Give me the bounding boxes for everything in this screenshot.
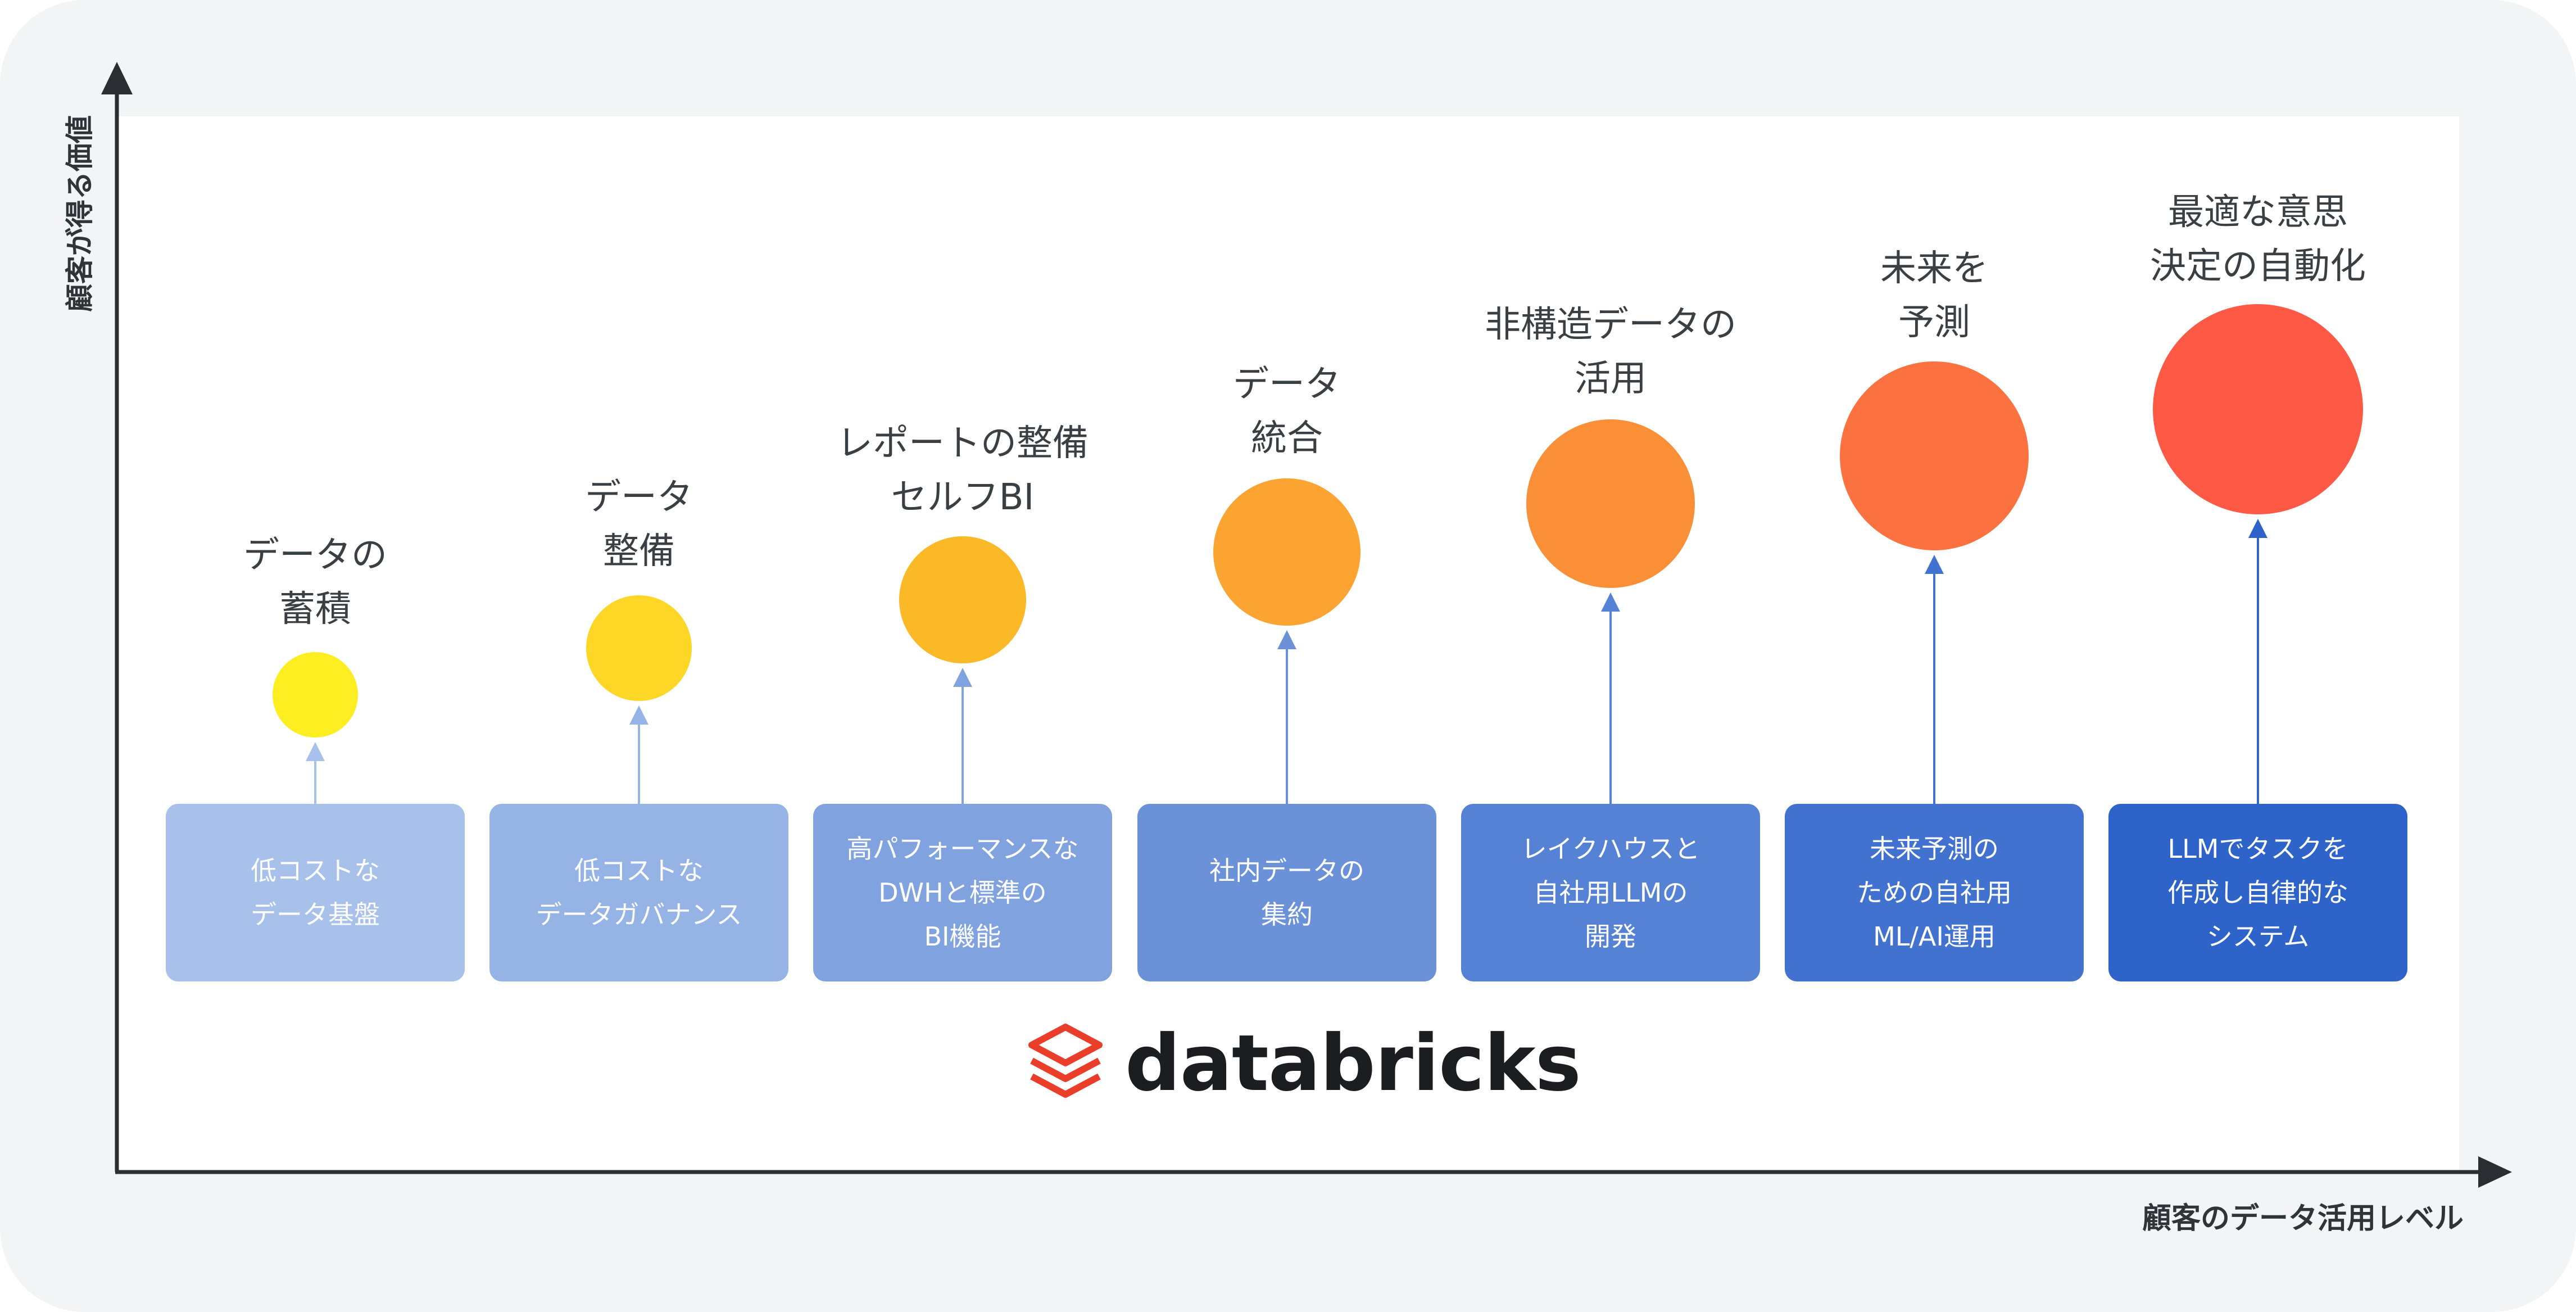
stage-value-circle (2153, 304, 2363, 514)
stage-capability-box: 低コストな データ基盤 (166, 804, 465, 981)
stage-capability-text: 低コストな データ基盤 (251, 856, 380, 930)
stage-arrows (306, 519, 2267, 804)
stage-capability-text: 低コストな データガバナンス (536, 856, 742, 930)
stage-capability-box: 未来予測の ための自社用 ML/AI運用 (1785, 804, 2084, 981)
databricks-wordmark: databricks (1125, 1017, 1581, 1109)
databricks-stack-icon (1028, 1024, 1103, 1098)
stage-title: 未来を 予測 (1880, 248, 1988, 343)
stage-capability-text: LLMでタスクを 作成し自律的な システム (2167, 834, 2348, 952)
stage-capability-box: 社内データの 集約 (1137, 804, 1436, 981)
stage-capability-text: レイクハウスと 自社用LLMの 開発 (1521, 834, 1700, 952)
stage-arrowhead (1925, 555, 1944, 574)
stage-arrowhead (953, 668, 972, 687)
stage-value-circle (899, 536, 1026, 663)
x-axis-label: 顧客のデータ活用レベル (2142, 1202, 2464, 1236)
stage-value-circle (1213, 478, 1360, 626)
stage-title: データの 蓄積 (243, 535, 387, 630)
stage-value-circle (273, 652, 358, 738)
stage-arrowhead (1601, 592, 1620, 612)
y-axis-arrowhead (101, 62, 133, 94)
stage-title: レポートの整備 セルフBI (837, 423, 1089, 518)
stage-capability-box: LLMでタスクを 作成し自律的な システム (2108, 804, 2407, 981)
x-axis-arrowhead (2478, 1156, 2512, 1188)
stage-title: 最適な意思 決定の自動化 (2150, 192, 2366, 287)
stage-value-circle (1840, 361, 2029, 550)
stage-capability-box: 低コストな データガバナンス (489, 804, 788, 981)
stage-arrowhead (2248, 519, 2267, 538)
stage-value-circle (1526, 419, 1695, 588)
stage-capability-box: 高パフォーマンスな DWHと標準の BI機能 (813, 804, 1112, 981)
databricks-logo: databricks (1027, 1018, 1581, 1109)
stage-capability-box: レイクハウスと 自社用LLMの 開発 (1461, 804, 1760, 981)
stage-arrowhead (306, 742, 325, 761)
stage-value-circle (586, 595, 692, 701)
stage-capability-text: 未来予測の ための自社用 ML/AI運用 (1857, 834, 2012, 952)
stage-title: データ 統合 (1233, 364, 1341, 459)
stage-capability-text: 社内データの 集約 (1209, 856, 1364, 930)
stage-title: データ 整備 (585, 477, 693, 572)
stage-arrowhead (629, 705, 648, 725)
stage-title: 非構造データの 活用 (1485, 304, 1736, 400)
stage-capability-text: 高パフォーマンスな DWHと標準の BI機能 (846, 834, 1079, 952)
stage-arrowhead (1277, 630, 1296, 649)
y-axis-label: 顧客が得る価値 (64, 115, 96, 312)
